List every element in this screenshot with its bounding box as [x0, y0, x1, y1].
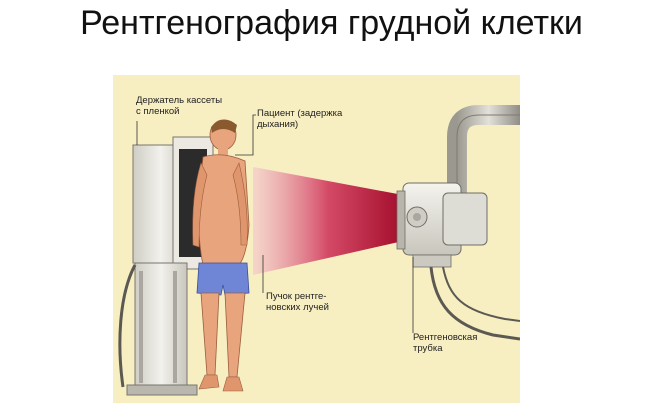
label-cassette-holder-line: Держатель кассеты — [136, 95, 223, 106]
slide-title: Рентгенография грудной клетки — [80, 4, 583, 42]
label-xray-beam-line: новских лучей — [266, 302, 329, 313]
label-xray-tube-line: Рентгеновская — [413, 332, 478, 343]
label-xray-tube: Рентгеновская трубка — [413, 332, 477, 354]
label-xray-beam-line: Пучок рентге- — [266, 291, 327, 302]
label-patient: Пациент (задержка дыхания) — [257, 108, 342, 130]
label-patient-line: Пациент (задержка — [257, 108, 343, 119]
label-patient-line: дыхания) — [257, 119, 299, 130]
leader-lines — [136, 114, 414, 333]
label-cassette-holder-line: с пленкой — [136, 106, 180, 117]
xray-tube — [396, 105, 520, 341]
label-xray-beam: Пучок рентге- новских лучей — [266, 291, 329, 313]
xray-beam — [253, 167, 403, 275]
patient-figure — [192, 119, 250, 392]
chest-xray-illustration — [113, 75, 520, 403]
label-xray-tube-line: трубка — [413, 343, 443, 354]
label-cassette-holder: Держатель кассеты с пленкой — [136, 95, 222, 117]
